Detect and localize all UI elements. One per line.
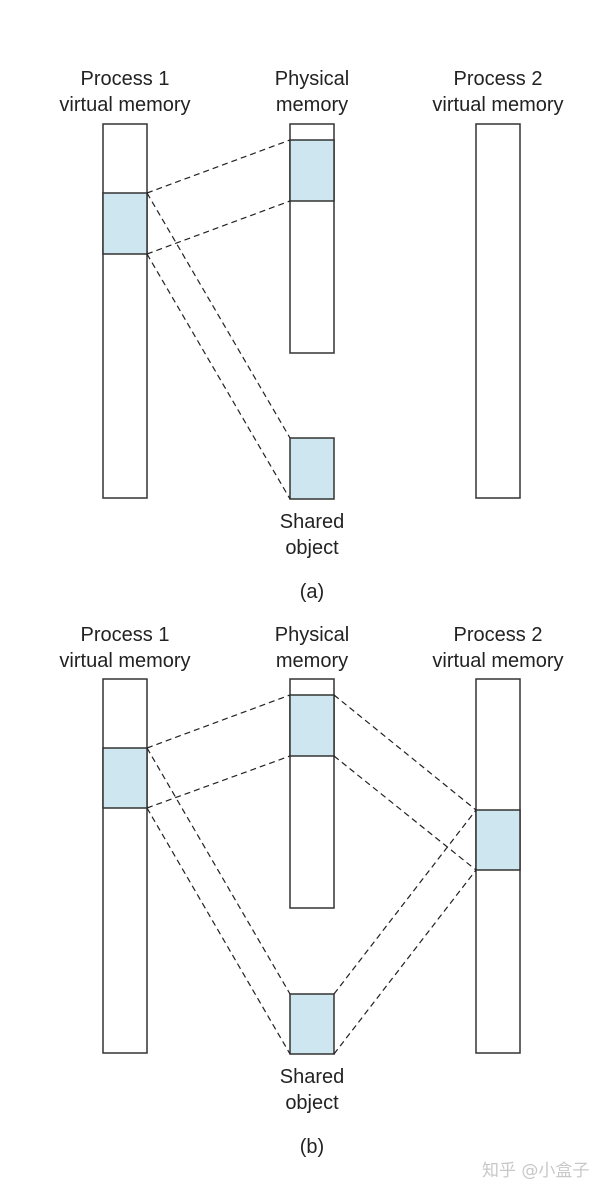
p1-virtual-memory-box bbox=[102, 123, 148, 499]
shared-object-label-line2: object bbox=[285, 1092, 339, 1114]
panel-b-caption: (b) bbox=[300, 1136, 324, 1158]
mapping-line-p1-phys-top bbox=[146, 139, 291, 194]
p1-title-line2: virtual memory bbox=[59, 650, 190, 672]
mapping-line-p1-phys-bottom bbox=[146, 755, 291, 809]
phys-title-line1: Physical bbox=[275, 624, 349, 646]
p2-title-line2: virtual memory bbox=[432, 94, 563, 116]
physical-shared-region bbox=[289, 694, 335, 757]
mapping-line-p2-phys-top bbox=[333, 694, 477, 811]
p1-title-line1: Process 1 bbox=[81, 68, 170, 90]
shared-object-label-line1: Shared bbox=[280, 1066, 345, 1088]
p1-shared-region bbox=[102, 747, 148, 809]
p2-title-line1: Process 2 bbox=[454, 68, 543, 90]
p2-title-line1: Process 2 bbox=[454, 624, 543, 646]
mapping-line-p2-phys-bottom bbox=[333, 755, 477, 871]
p2-title-line2: virtual memory bbox=[432, 650, 563, 672]
watermark: 知乎 @小盒子 bbox=[482, 1161, 589, 1181]
p2-shared-region bbox=[475, 809, 521, 871]
panel-b: Process 1 virtual memory Physical memory… bbox=[59, 624, 563, 1158]
panel-a-caption: (a) bbox=[300, 581, 324, 603]
panel-a: Process 1 virtual memory Physical memory… bbox=[59, 68, 563, 603]
p1-title-line2: virtual memory bbox=[59, 94, 190, 116]
mapping-line-p1-phys-top bbox=[146, 694, 291, 749]
phys-title-line2: memory bbox=[276, 94, 348, 116]
mapping-line-p2-shared-top bbox=[333, 809, 477, 995]
phys-title-line2: memory bbox=[276, 650, 348, 672]
mapping-line-p1-shared-top bbox=[146, 192, 291, 439]
p1-title-line1: Process 1 bbox=[81, 624, 170, 646]
shared-object-label-line2: object bbox=[285, 537, 339, 559]
p2-virtual-memory-box bbox=[475, 123, 521, 499]
mapping-line-p1-shared-top bbox=[146, 747, 291, 995]
shared-object-box bbox=[289, 437, 335, 500]
shared-object-label-line1: Shared bbox=[280, 511, 345, 533]
mapping-line-p1-shared-bottom bbox=[146, 253, 291, 500]
mapping-line-p1-shared-bottom bbox=[146, 807, 291, 1055]
mapping-line-p1-phys-bottom bbox=[146, 200, 291, 255]
p1-virtual-memory-box bbox=[102, 678, 148, 1054]
phys-title-line1: Physical bbox=[275, 68, 349, 90]
mapping-line-p2-shared-bottom bbox=[333, 869, 477, 1055]
p1-shared-region bbox=[102, 192, 148, 255]
shared-object-box bbox=[289, 993, 335, 1055]
physical-shared-region bbox=[289, 139, 335, 202]
